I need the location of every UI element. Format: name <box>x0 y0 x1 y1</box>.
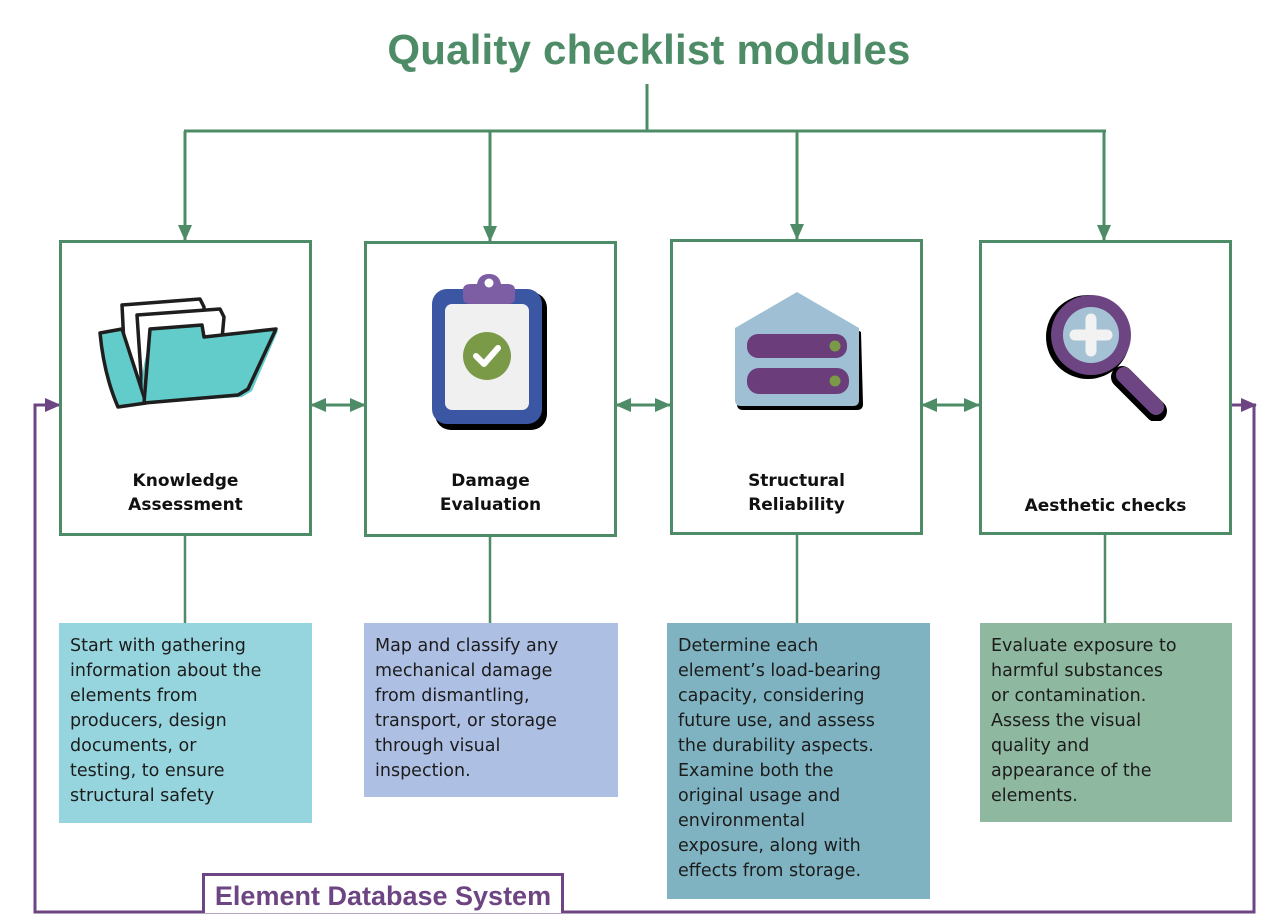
description-structural-reliability: Determine each element’s load-bearing ca… <box>667 623 930 899</box>
description-aesthetic-checks: Evaluate exposure to harmful substances … <box>980 623 1232 822</box>
clipboard-check-icon <box>432 274 547 430</box>
distribution-bus <box>184 84 1106 133</box>
module-label: Knowledge Assessment <box>128 471 243 515</box>
open-folder-icon <box>98 297 278 409</box>
description-knowledge-assessment: Start with gathering information about t… <box>59 623 312 823</box>
module-label: Structural Reliability <box>748 471 845 515</box>
module-damage-evaluation: Damage Evaluation <box>364 241 617 537</box>
description-damage-evaluation: Map and classify any mechanical damage f… <box>364 623 618 797</box>
diagram-title: Quality checklist modules <box>387 26 911 73</box>
magnifier-plus-icon <box>1046 295 1167 421</box>
module-label: Damage Evaluation <box>439 471 542 515</box>
module-structural-reliability: Structural Reliability <box>670 239 923 535</box>
server-storage-icon <box>735 292 863 410</box>
module-label: Aesthetic checks <box>1024 496 1187 516</box>
module-knowledge-assessment: Knowledge Assessment <box>59 240 312 536</box>
module-aesthetic-checks: Aesthetic checks <box>979 240 1232 535</box>
element-database-system-label: Element Database System <box>202 873 564 913</box>
